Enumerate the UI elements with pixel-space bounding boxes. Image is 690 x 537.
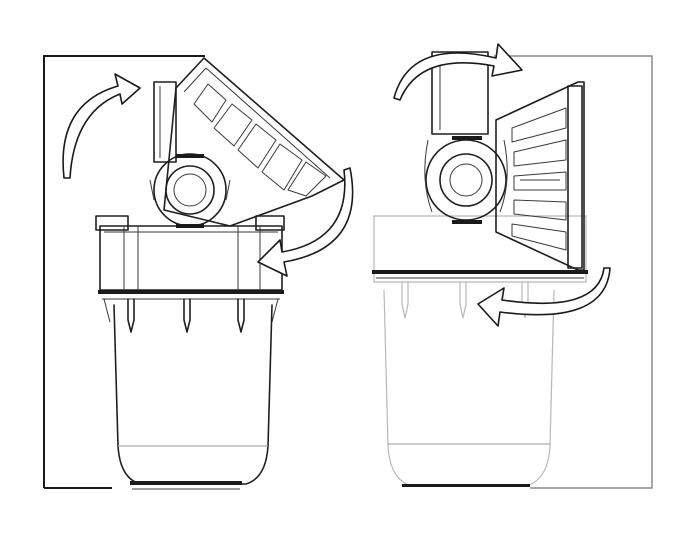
left-filter-housing [95, 215, 285, 490]
left-tilted-head [149, 57, 345, 228]
rotation-arrow-icon [393, 43, 523, 101]
right-filter-housing [372, 215, 588, 487]
rotation-arrow-icon [62, 73, 141, 179]
rotation-arrow-icon [257, 167, 354, 277]
rotation-arrow-icon [477, 267, 611, 327]
right-frame [494, 55, 653, 489]
left-frame [43, 55, 205, 488]
right-panel [372, 43, 653, 489]
left-panel [43, 55, 354, 490]
right-upright-head [424, 51, 585, 271]
